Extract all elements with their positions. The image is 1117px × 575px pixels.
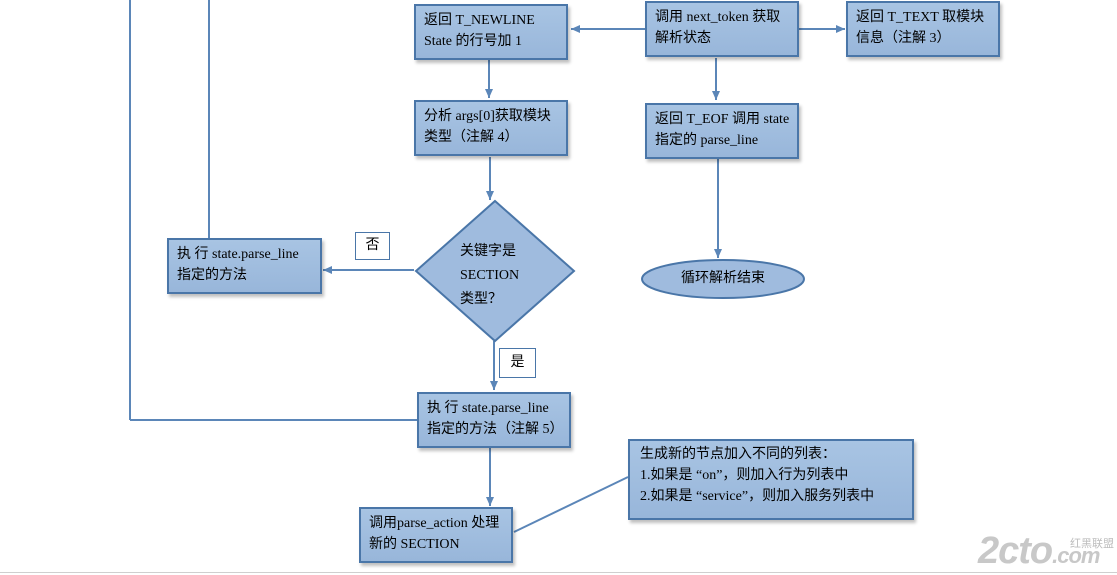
branch-label-no: 否 — [355, 232, 390, 260]
box-exec-parse-line-left-line1: 执 行 state.parse_line — [177, 247, 299, 262]
box-exec-parse-line-left: 执 行 state.parse_line 指定的方法 — [167, 238, 322, 294]
box-return-eof-line1: 返回 T_EOF 调用 state — [655, 112, 790, 127]
note-line3: 2.如果是 “service”，则加入服务列表中 — [640, 489, 875, 504]
branch-label-yes: 是 — [499, 348, 536, 378]
box-parse-action: 调用parse_action 处理 新的 SECTION — [359, 507, 513, 563]
box-analyze-args: 分析 args[0]获取模块 类型（注解 4） — [414, 100, 568, 156]
decision-line3: 类型？ — [460, 292, 502, 307]
box-return-text-line2: 信息（注解 3） — [856, 31, 951, 46]
box-return-text: 返回 T_TEXT 取模块 信息（注解 3） — [846, 1, 1000, 57]
note-line2: 1.如果是 “on”，则加入行为列表中 — [640, 468, 849, 483]
box-return-text-line1: 返回 T_TEXT 取模块 — [856, 10, 985, 25]
box-parse-action-line1: 调用parse_action 处理 — [369, 516, 500, 531]
box-exec-parse-line-left-line2: 指定的方法 — [177, 268, 247, 283]
box-analyze-args-line1: 分析 args[0]获取模块 — [424, 109, 551, 124]
end-ellipse — [641, 259, 805, 299]
box-return-eof: 返回 T_EOF 调用 state 指定的 parse_line — [645, 103, 799, 159]
note-connector — [513, 476, 629, 533]
box-return-eof-line2: 指定的 parse_line — [655, 133, 759, 148]
box-analyze-args-line2: 类型（注解 4） — [424, 130, 519, 145]
decision-line1: 关键字是 — [460, 244, 516, 259]
watermark-main: 2cto — [978, 530, 1053, 572]
watermark-suffix: .com — [1052, 543, 1100, 568]
box-next-token-line1: 调用 next_token 获取 — [655, 10, 781, 25]
box-exec-parse-line-mid: 执 行 state.parse_line 指定的方法（注解 5） — [417, 392, 571, 448]
watermark-sub: 红黑联盟 — [1070, 537, 1114, 550]
box-parse-action-line2: 新的 SECTION — [369, 537, 460, 552]
decision-diamond — [414, 199, 576, 343]
box-return-newline-line1: 返回 T_NEWLINE — [424, 13, 535, 28]
box-return-newline: 返回 T_NEWLINE State 的行号加 1 — [414, 4, 568, 60]
watermark-logo: 2cto.com 红黑联盟 — [978, 530, 1114, 573]
decision-line2: SECTION — [460, 268, 520, 283]
box-exec-parse-line-mid-line1: 执 行 state.parse_line — [427, 401, 549, 416]
bottom-divider — [0, 572, 1117, 573]
decision-text: 关键字是 SECTION 类型？ — [460, 240, 519, 312]
box-next-token: 调用 next_token 获取 解析状态 — [645, 1, 799, 57]
note-line1: 生成新的节点加入不同的列表： — [640, 447, 836, 462]
box-next-token-line2: 解析状态 — [655, 31, 711, 46]
note-box: 生成新的节点加入不同的列表： 1.如果是 “on”，则加入行为列表中 2.如果是… — [628, 439, 914, 520]
box-return-newline-line2: State 的行号加 1 — [424, 34, 522, 49]
box-exec-parse-line-mid-line2: 指定的方法（注解 5） — [427, 422, 564, 437]
end-label: 循环解析结束 — [681, 271, 765, 286]
